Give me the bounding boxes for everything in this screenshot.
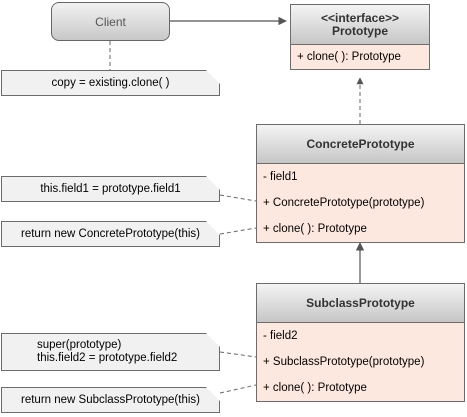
concrete-prototype-class: ConcretePrototype - field1 + ConcretePro… bbox=[256, 124, 465, 243]
prototype-name: Prototype bbox=[331, 23, 388, 38]
concrete-method-constructor: + ConcretePrototype(prototype) bbox=[263, 197, 425, 209]
subclass-clone-note: return new SubclassPrototype(this) bbox=[1, 387, 220, 413]
subclass-constructor-note-line2: this.field2 = prototype.field2 bbox=[37, 352, 178, 364]
subclass-constructor-note: super(prototype) this.field2 = prototype… bbox=[1, 333, 220, 371]
concrete-method-clone: + clone( ): Prototype bbox=[263, 223, 367, 235]
client-note: copy = existing.clone( ) bbox=[1, 70, 220, 96]
concrete-clone-note-text: return new ConcretePrototype(this) bbox=[21, 227, 200, 240]
subclass-method-clone: + clone( ): Prototype bbox=[263, 382, 367, 394]
concrete-field-1: - field1 bbox=[263, 171, 298, 183]
concrete-prototype-header: ConcretePrototype bbox=[257, 125, 464, 164]
concrete-field-note: this.field1 = prototype.field1 bbox=[1, 176, 220, 202]
subclass-method-constructor: + SubclassPrototype(prototype) bbox=[263, 356, 425, 368]
client-actor: Client bbox=[51, 2, 170, 41]
subclass-prototype-name: SubclassPrototype bbox=[306, 295, 415, 310]
subclass-clone-note-text: return new SubclassPrototype(this) bbox=[21, 393, 200, 406]
client-label: Client bbox=[95, 14, 126, 29]
prototype-interface: <<interface>> Prototype + clone( ): Prot… bbox=[290, 4, 430, 70]
concrete-prototype-name: ConcretePrototype bbox=[306, 136, 415, 151]
prototype-stereotype: <<interface>> bbox=[320, 10, 400, 25]
subclass-prototype-header: SubclassPrototype bbox=[257, 284, 464, 323]
subclass-constructor-note-line1: super(prototype) bbox=[37, 339, 122, 351]
field2-note-link bbox=[219, 351, 257, 358]
concrete-clone-note: return new ConcretePrototype(this) bbox=[1, 221, 220, 247]
subclass-clone-note-link bbox=[219, 384, 257, 394]
subclass-field-2: - field2 bbox=[263, 330, 298, 342]
client-note-text: copy = existing.clone( ) bbox=[51, 76, 170, 89]
field1-note-link bbox=[219, 194, 257, 202]
concrete-clone-note-link bbox=[219, 227, 257, 235]
concrete-field-note-text: this.field1 = prototype.field1 bbox=[40, 182, 181, 195]
subclass-prototype-class: SubclassPrototype - field2 + SubclassPro… bbox=[256, 283, 465, 402]
prototype-header: <<interface>> Prototype bbox=[291, 5, 429, 45]
prototype-method-clone: + clone( ): Prototype bbox=[297, 51, 401, 63]
